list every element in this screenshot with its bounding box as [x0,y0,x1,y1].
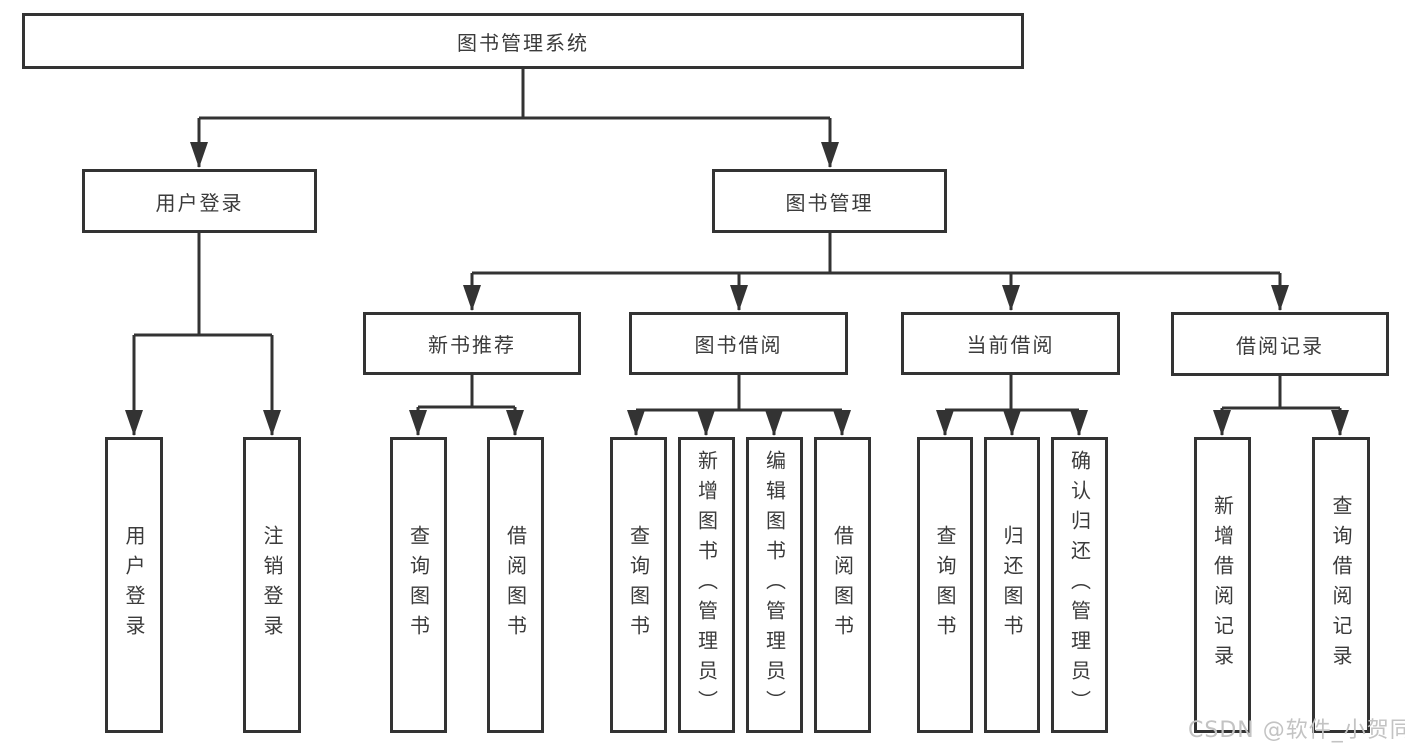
leaf-return-books: 归还图书 [984,437,1040,733]
leaf-edit-books-admin: 编辑图书（管理员） [746,437,803,733]
leaf-query-books-borrow: 查询图书 [610,437,667,733]
leaf-query-books-current: 查询图书 [917,437,973,733]
node-current-borrow: 当前借阅 [901,312,1120,375]
node-book-borrow: 图书借阅 [629,312,848,375]
leaf-query-books-recommend: 查询图书 [390,437,447,733]
node-user-login: 用户登录 [82,169,317,233]
csdn-watermark: CSDN @软件_小贺同学 [1188,718,1405,743]
node-book-management: 图书管理 [712,169,947,233]
leaf-logout: 注销登录 [243,437,301,733]
leaf-borrow-books-recommend: 借阅图书 [487,437,544,733]
node-root-library-system: 图书管理系统 [22,13,1024,69]
leaf-add-books-admin: 新增图书（管理员） [678,437,735,733]
leaf-confirm-return-admin: 确认归还（管理员） [1051,437,1108,733]
leaf-borrow-books: 借阅图书 [814,437,871,733]
node-borrow-records: 借阅记录 [1171,312,1389,376]
leaf-user-login: 用户登录 [105,437,163,733]
node-new-book-recommend: 新书推荐 [363,312,581,375]
leaf-query-borrow-record: 查询借阅记录 [1312,437,1370,733]
leaf-add-borrow-record: 新增借阅记录 [1194,437,1251,733]
